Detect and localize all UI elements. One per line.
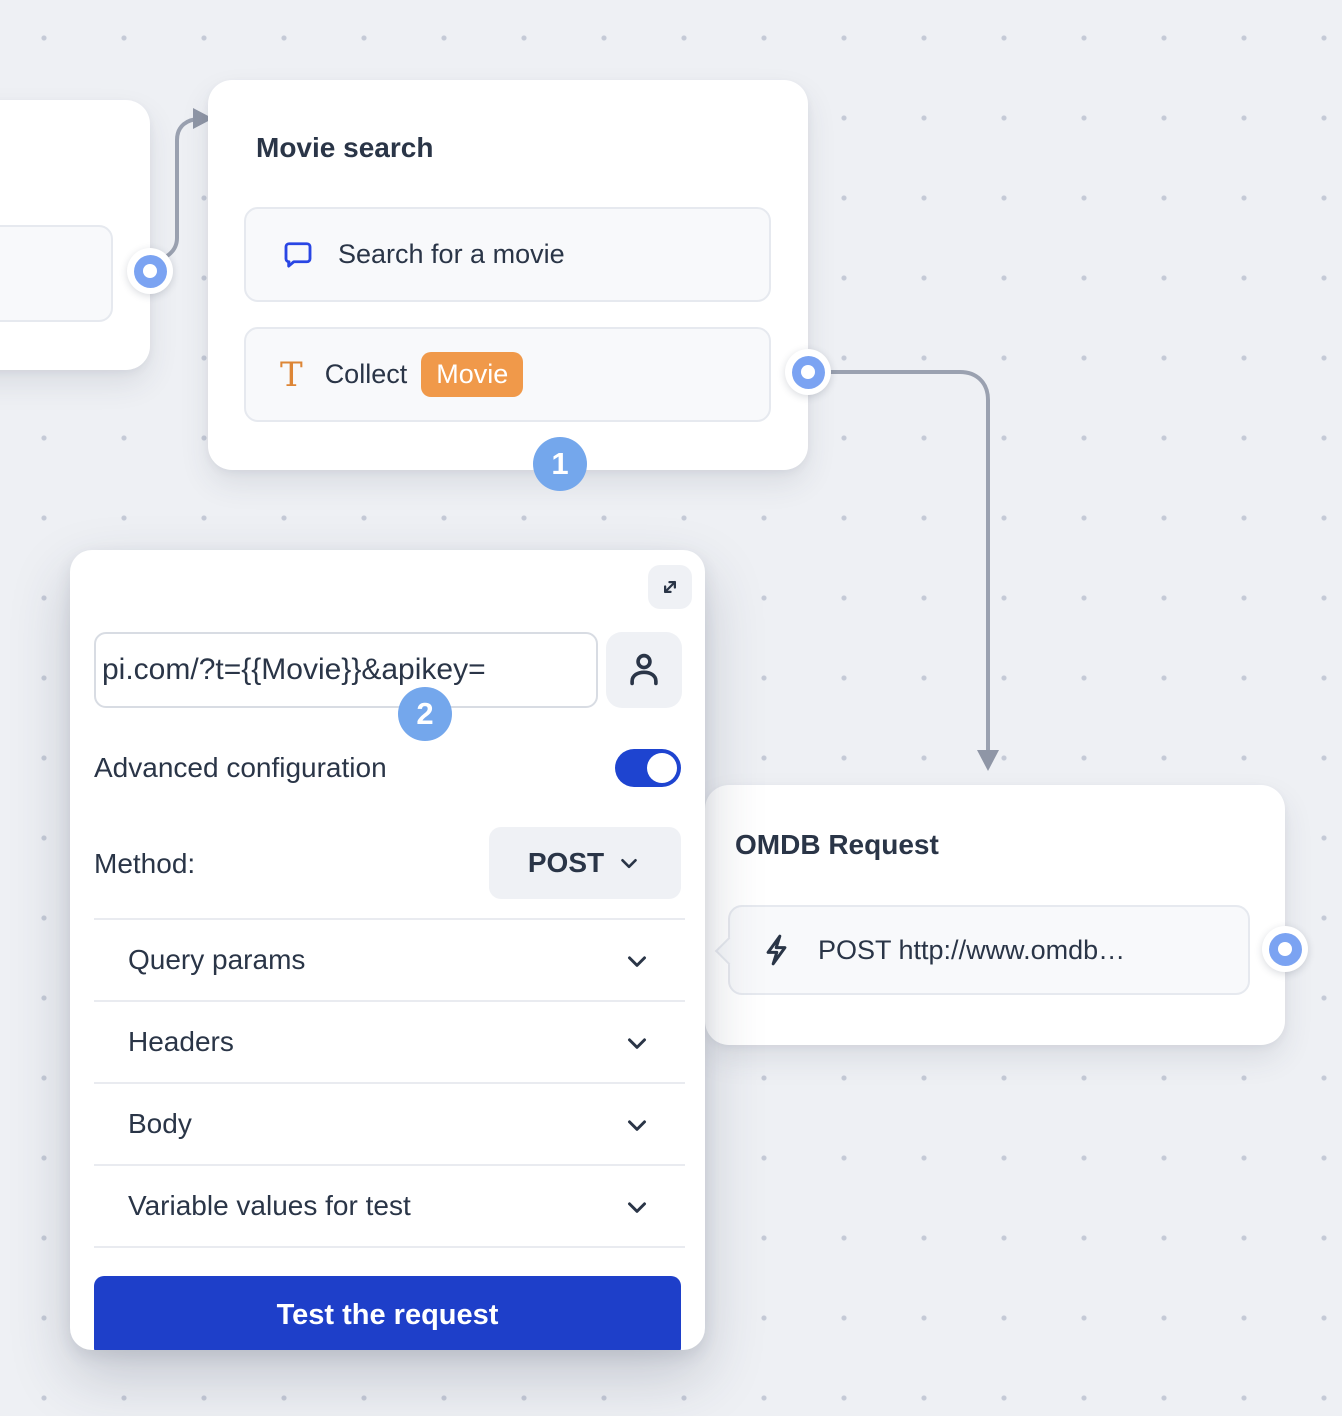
method-label: Method:: [94, 848, 196, 879]
advanced-configuration-toggle[interactable]: [615, 749, 681, 787]
chevron-down-icon: [622, 1028, 652, 1063]
expand-button[interactable]: [648, 565, 692, 609]
expand-icon: [657, 574, 683, 600]
block-search-for-a-movie[interactable]: Search for a movie: [244, 207, 771, 302]
block-label: POST http://www.omdb…: [818, 934, 1126, 965]
port-ring: [791, 355, 825, 389]
variable-badge-movie[interactable]: Movie: [421, 352, 524, 397]
connector-arrowhead-right: [193, 108, 213, 129]
output-port-omdb-request[interactable]: [1262, 926, 1308, 972]
section-query-params[interactable]: Query params: [94, 920, 685, 1000]
step-badge-2: 2: [398, 687, 452, 741]
node-movie-search[interactable]: Movie search Search for a movie T Collec…: [208, 80, 831, 491]
block-label: Search for a movie: [338, 239, 565, 269]
port-ring: [1268, 932, 1302, 966]
output-port-movie-search[interactable]: [785, 349, 831, 395]
chevron-down-icon: [622, 1110, 652, 1145]
connector-arrowhead-down: [977, 750, 999, 771]
block-post-request[interactable]: POST http://www.omdb…: [714, 905, 1250, 995]
divider: [94, 918, 685, 920]
section-label: Variable values for test: [128, 1190, 411, 1221]
node-title: Movie search: [256, 132, 434, 163]
text-input-icon: T: [280, 354, 303, 395]
port-ring: [133, 254, 167, 288]
divider: [94, 1082, 685, 1084]
divider: [94, 1000, 685, 1002]
section-headers[interactable]: Headers: [94, 1002, 685, 1082]
toggle-knob: [647, 753, 677, 783]
section-label: Body: [128, 1108, 192, 1139]
step-badge-1: 1: [533, 437, 587, 491]
block-collect-movie[interactable]: T Collect Movie: [244, 327, 771, 422]
method-value: POST: [527, 847, 605, 878]
output-port-left-node[interactable]: [127, 248, 173, 294]
connector-movie-search-to-omdb: [826, 370, 990, 752]
method-select[interactable]: POST: [489, 827, 681, 899]
section-label: Query params: [128, 944, 306, 975]
chat-bubble-icon: [280, 237, 316, 273]
section-label: Headers: [128, 1026, 234, 1057]
section-variable-values[interactable]: Variable values for test: [94, 1166, 685, 1246]
divider: [94, 1246, 685, 1248]
node-omdb-request[interactable]: OMDB Request POST http://www.omdb…: [705, 785, 1308, 1045]
test-request-button[interactable]: Test the request: [94, 1276, 681, 1350]
divider: [94, 1164, 685, 1166]
chevron-down-icon: [616, 850, 642, 876]
advanced-configuration-label: Advanced configuration: [94, 752, 387, 783]
block-input-notch: [714, 936, 744, 966]
chevron-down-icon: [622, 946, 652, 981]
connector-left-to-movie-search: [150, 117, 201, 266]
node-title: OMDB Request: [735, 829, 939, 860]
person-icon: [621, 647, 667, 693]
partial-node-item[interactable]: [0, 225, 113, 322]
chevron-down-icon: [622, 1192, 652, 1227]
lightning-icon: [760, 932, 796, 968]
block-label: Collect: [324, 359, 408, 389]
request-config-panel[interactable]: 2 Advanced configuration Method: POST Qu…: [70, 550, 705, 1350]
section-body[interactable]: Body: [94, 1084, 685, 1164]
partial-node-left[interactable]: [0, 100, 173, 370]
url-input[interactable]: [94, 632, 598, 708]
user-variable-button[interactable]: [606, 632, 682, 708]
